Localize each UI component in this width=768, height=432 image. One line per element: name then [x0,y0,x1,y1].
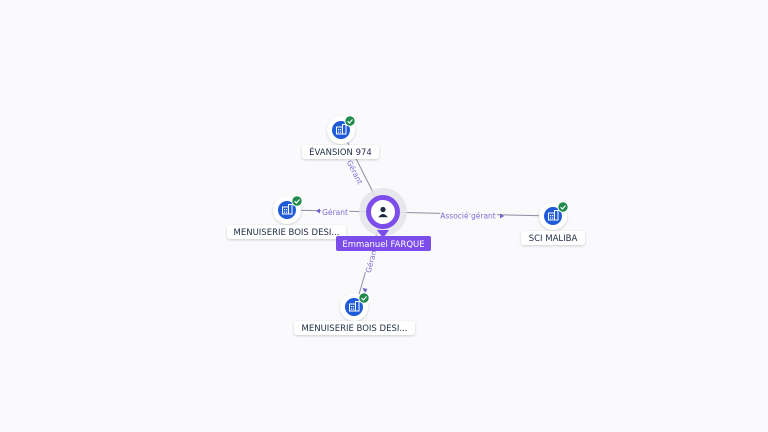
company-node-menuiserie-left[interactable]: MENUISERIE BOIS DESI... [227,195,346,239]
person-node-center[interactable]: Emmanuel FARQUE [336,188,431,251]
arrow-icon [500,213,504,219]
company-building-icon [548,210,559,221]
person-icon [378,206,388,218]
company-name: MENUISERIE BOIS DESI... [302,324,408,334]
company-name: ÉVANSION 974 [309,146,372,158]
verified-check-icon [358,292,370,304]
company-node-evansion[interactable]: ÉVANSION 974 [302,115,379,159]
company-name: SCI MALIBA [529,234,578,244]
company-building-icon [336,124,347,135]
edge-menuiserie-left: Gérant [287,207,384,219]
verified-check-icon [557,201,569,213]
edge-label-sci-maliba: Associé gérant [440,212,496,221]
verified-check-icon [344,115,356,127]
company-node-sci-maliba[interactable]: SCI MALIBA [521,201,585,245]
arrow-icon [362,288,368,293]
arrow-icon [316,208,320,214]
company-node-menuiserie-bottom[interactable]: MENUISERIE BOIS DESI... [294,292,415,335]
person-name: Emmanuel FARQUE [342,240,424,250]
company-building-icon [349,301,360,312]
person-label-bg [336,236,431,251]
company-building-icon [282,204,293,215]
verified-check-icon [291,195,303,207]
edge-label-evansion: Gérant [345,159,365,186]
edge-label-menuiserie-left: Gérant [322,208,348,217]
company-name: MENUISERIE BOIS DESI... [234,228,340,238]
edge-sci-maliba: Associé gérant [382,210,554,222]
